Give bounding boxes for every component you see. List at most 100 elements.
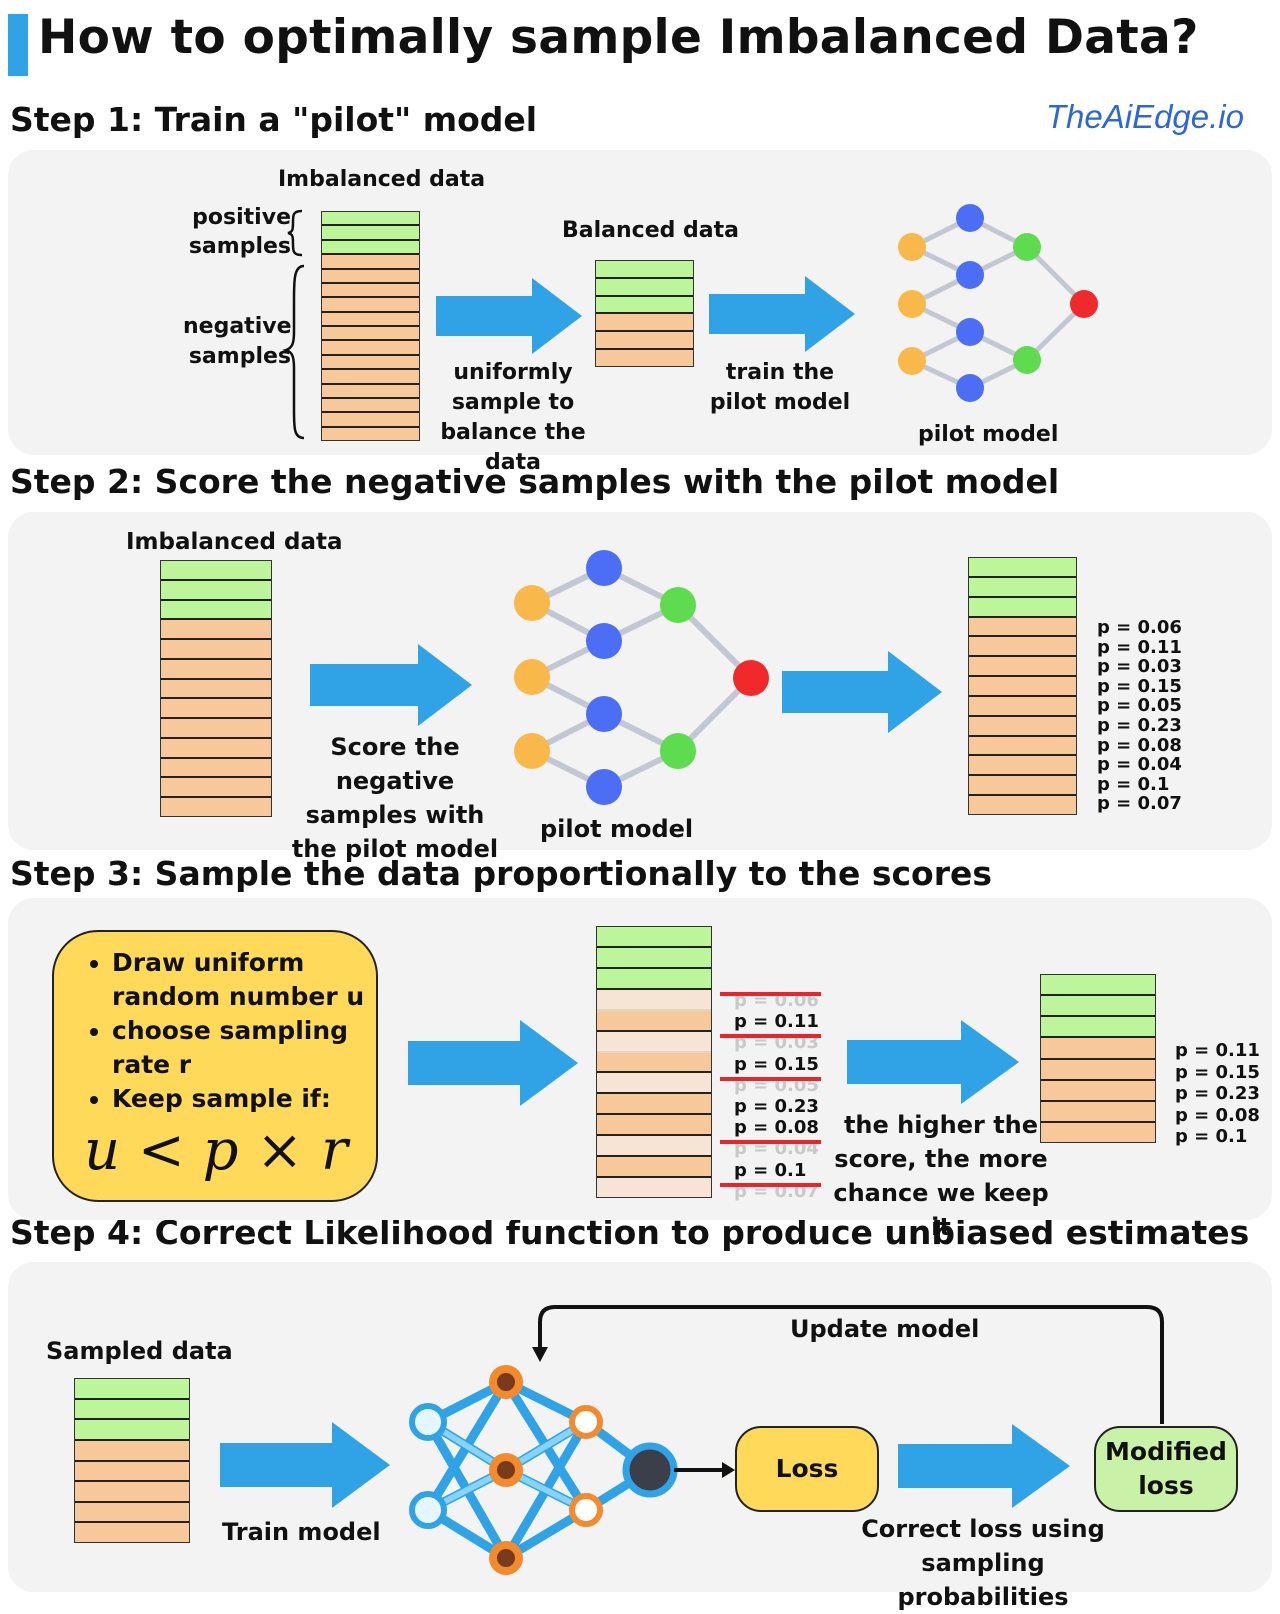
- negative-samples-label: negative samples: [183, 314, 292, 369]
- data-row-positive: [596, 261, 693, 279]
- step3-arrow-label: the higher the score, the more chance we…: [833, 1111, 1049, 1241]
- data-row-negative: [969, 637, 1076, 658]
- score-label: p = 0.03: [1097, 656, 1182, 678]
- data-row-negative: [969, 796, 1076, 814]
- data-row-negative: [322, 327, 419, 342]
- train-model-label: Train model: [222, 1518, 381, 1546]
- data-row-negative: [596, 314, 693, 333]
- step1-model-label: pilot model: [918, 422, 1059, 447]
- data-row-positive: [969, 597, 1076, 618]
- data-row-positive: [75, 1379, 189, 1400]
- page-title: How to optimally sample Imbalanced Data?: [38, 10, 1199, 65]
- kept-score-tag: p = 0.23: [734, 1096, 819, 1117]
- strike-line: [720, 1140, 821, 1145]
- data-row-negative: [322, 283, 419, 299]
- strike-line: [720, 992, 821, 996]
- data-row-negative: [969, 617, 1076, 638]
- data-row-negative: [75, 1523, 189, 1542]
- data-row-negative: [322, 427, 419, 440]
- data-row-negative: [161, 758, 271, 779]
- data-row-positive: [161, 561, 271, 581]
- data-row-negative: [969, 657, 1076, 678]
- data-row-positive: [322, 226, 419, 241]
- data-row-positive: [596, 278, 693, 297]
- strike-line: [720, 1034, 821, 1039]
- step1-pilot-model-diagram: [898, 204, 1098, 402]
- step2-arrow-label: Score the negative samples with the pilo…: [291, 733, 499, 863]
- data-row-negative: [161, 679, 271, 700]
- strike-line: [720, 1076, 821, 1081]
- score-label: p = 0.23: [1097, 714, 1182, 736]
- brand-link[interactable]: TheAiEdge.io: [1045, 98, 1244, 135]
- data-row-positive: [322, 240, 419, 256]
- data-row-positive: [161, 600, 271, 621]
- score-label: p = 0.15: [1175, 1061, 1260, 1083]
- score-label: p = 0.04: [1097, 754, 1182, 776]
- step2-imbalanced-stack: [160, 560, 272, 817]
- modified-loss-box: Modified loss: [1094, 1426, 1238, 1512]
- data-row-positive: [161, 580, 271, 601]
- dropped-score-tag: p = 0.04: [720, 1138, 821, 1159]
- data-row-negative: [1041, 1038, 1155, 1060]
- step3-kept-score-list: p = 0.11 p = 0.15 p = 0.23 p = 0.08 p = …: [1175, 1040, 1260, 1148]
- data-row-positive: [969, 577, 1076, 598]
- data-row-positive: [1041, 996, 1155, 1018]
- rule-item: choose sampling rate r: [112, 1014, 376, 1082]
- score-label: p = 0.15: [1097, 675, 1182, 697]
- positive-brace-icon: [287, 209, 303, 257]
- data-row-negative: [969, 736, 1076, 757]
- title-accent-bar: [8, 14, 28, 76]
- step1-arrow-2-icon: [709, 276, 855, 352]
- data-row-positive: [969, 558, 1076, 578]
- step2-score-list: p = 0.06 p = 0.11 p = 0.03 p = 0.15 p = …: [1097, 618, 1182, 814]
- brace-icons: [282, 209, 305, 440]
- rule-item: Keep sample if:: [112, 1082, 376, 1116]
- data-row-dropped: [597, 1136, 711, 1158]
- score-label: p = 0.11: [1175, 1040, 1260, 1061]
- step1-arrow-1-icon: [436, 278, 582, 354]
- kept-score-tag: p = 0.1: [734, 1159, 807, 1181]
- step2-pilot-model-diagram: [514, 550, 769, 805]
- data-row-negative: [322, 298, 419, 313]
- data-row-negative: [969, 776, 1076, 797]
- data-row-kept: [597, 1115, 711, 1137]
- data-row-negative: [596, 350, 693, 366]
- data-row-negative: [75, 1461, 189, 1483]
- data-row-negative: [1041, 1122, 1155, 1142]
- data-row-negative: [161, 719, 271, 739]
- data-row-kept: [597, 1052, 711, 1074]
- data-row-dropped: [597, 1178, 711, 1197]
- step3-arrow-2-icon: [847, 1020, 1019, 1104]
- data-row-negative: [322, 384, 419, 399]
- data-row-positive: [1041, 1017, 1155, 1039]
- balanced-data-stack: [595, 260, 694, 367]
- data-row-negative: [322, 370, 419, 385]
- data-row-positive: [597, 968, 711, 990]
- data-row-positive: [1041, 975, 1155, 997]
- strike-line: [720, 1182, 821, 1187]
- rule-item: Draw uniform random number u: [112, 946, 376, 1014]
- step4-arrow-1-icon: [220, 1422, 390, 1508]
- data-row-negative: [322, 269, 419, 284]
- step1-heading: Step 1: Train a "pilot" model: [10, 100, 538, 139]
- data-row-positive: [597, 947, 711, 969]
- data-row-kept: [597, 1010, 711, 1032]
- step1-arrow-1-label: uniformly sample to balance the data: [440, 360, 586, 475]
- dropped-score-tag: p = 0.07: [720, 1181, 821, 1202]
- kept-score-tag: p = 0.15: [734, 1053, 819, 1075]
- update-model-loop-arrow-icon: [538, 1305, 1164, 1424]
- step2-arrow-2-icon: [782, 651, 942, 733]
- score-label: p = 0.1: [1175, 1126, 1248, 1147]
- data-row-negative: [969, 716, 1076, 737]
- sampling-rule-box: Draw uniform random number u choose samp…: [52, 930, 378, 1202]
- correct-loss-label: Correct loss using sampling probabilitie…: [861, 1515, 1105, 1611]
- step2-scored-stack: [968, 557, 1077, 815]
- sampled-data-stack: [74, 1378, 190, 1543]
- data-row-negative: [161, 699, 271, 720]
- step3-kept-stack: [1040, 974, 1156, 1143]
- data-row-dropped: [597, 1073, 711, 1095]
- data-row-negative: [75, 1502, 189, 1524]
- data-row-dropped: [597, 1031, 711, 1053]
- score-label: p = 0.08: [1175, 1104, 1260, 1126]
- data-row-negative: [1041, 1101, 1155, 1123]
